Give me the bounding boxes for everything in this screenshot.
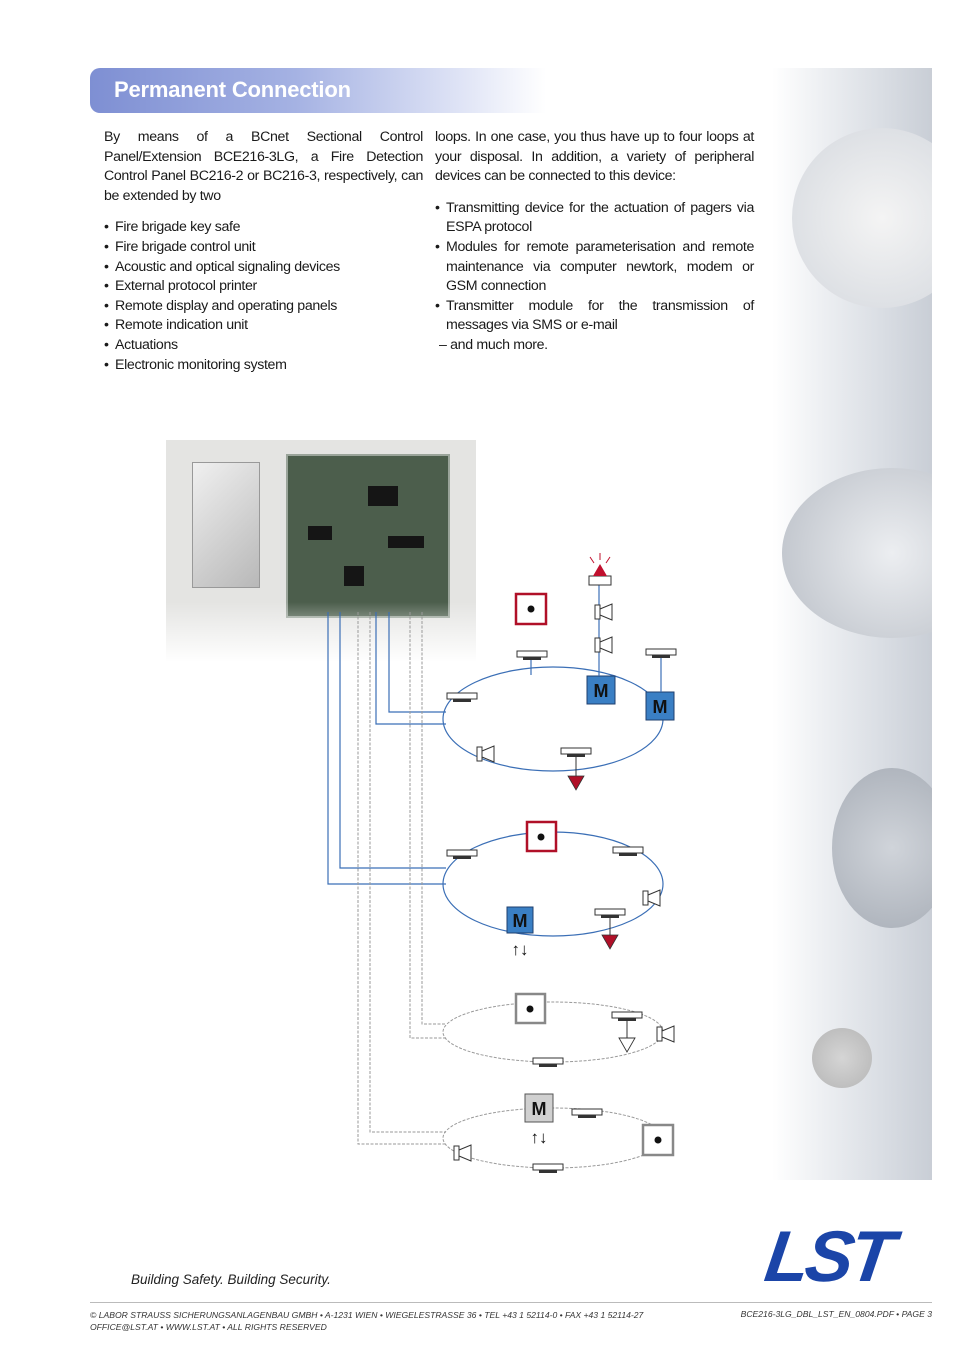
- detector-icon: [446, 692, 478, 703]
- right-text-column: loops. In one case, you thus have up to …: [435, 128, 754, 356]
- sounder-icon: [594, 636, 613, 654]
- peripheral-device-list: Transmitting device for the actuation of…: [435, 199, 754, 356]
- closing-line: – and much more.: [439, 336, 548, 353]
- module-label: M: [594, 681, 609, 701]
- tagline: Building Safety. Building Security.: [131, 1272, 331, 1287]
- detector-icon: [560, 747, 592, 758]
- detector-icon: [612, 846, 644, 857]
- module-label: M: [532, 1099, 547, 1119]
- list-item: Remote indication unit: [104, 316, 423, 336]
- side-product-image: [772, 68, 932, 1180]
- module-label: M: [653, 697, 668, 717]
- detector-icon: [446, 849, 478, 860]
- module-icon: [524, 1093, 554, 1123]
- sounder-icon: [656, 1025, 675, 1043]
- sounder-icon: [453, 1144, 472, 1162]
- footer-divider: [90, 1302, 932, 1303]
- actuation-icon: [601, 934, 619, 950]
- footer-address: © LABOR STRAUSS SICHERUNGSANLAGENBAU GMB…: [90, 1310, 644, 1320]
- sounder-icon: [642, 889, 661, 907]
- list-item: Acoustic and optical signaling devices: [104, 258, 423, 278]
- footer-company-info: © LABOR STRAUSS SICHERUNGSANLAGENBAU GMB…: [90, 1309, 730, 1333]
- list-item: Electronic monitoring system: [104, 356, 423, 376]
- continuation-paragraph: loops. In one case, you thus have up to …: [435, 129, 754, 185]
- detector-icon: [594, 908, 626, 919]
- bidirectional-arrows-icon: ↑↓: [512, 940, 529, 959]
- detector-icon: [571, 1108, 603, 1119]
- control-panel-photo: [166, 440, 476, 662]
- module-icon: [586, 675, 616, 705]
- lst-logo: LST: [760, 1217, 896, 1297]
- detector-icon: [532, 1163, 564, 1174]
- loop-1: [442, 666, 664, 772]
- list-item: Fire brigade key safe: [104, 218, 423, 238]
- module-icon: [645, 691, 675, 721]
- detector-icon: [611, 1011, 643, 1022]
- intro-paragraph: By means of a BCnet Sectional Control Pa…: [104, 129, 423, 204]
- list-item: Remote display and operating panels: [104, 297, 423, 317]
- detector-icon: [532, 1057, 564, 1068]
- detector-icon: [516, 650, 548, 661]
- list-item: Fire brigade control unit: [104, 238, 423, 258]
- left-text-column: By means of a BCnet Sectional Control Pa…: [104, 128, 423, 375]
- list-item: Modules for remote parameterisation and …: [435, 238, 754, 297]
- page-title: Permanent Connection: [114, 77, 351, 102]
- footer-document-id: BCE216-3LG_DBL_LST_EN_0804.PDF • PAGE 3: [740, 1309, 932, 1319]
- module-label: M: [513, 911, 528, 931]
- footer-contact: OFFICE@LST.AT • WWW.LST.AT • ALL RIGHTS …: [90, 1322, 327, 1332]
- section-title-bar: Permanent Connection: [90, 68, 546, 113]
- list-item: Transmitting device for the actuation of…: [435, 199, 754, 238]
- loop-3: [442, 1001, 664, 1063]
- actuation-icon: [618, 1037, 636, 1053]
- bidirectional-arrows-icon: ↑↓: [531, 1128, 548, 1147]
- module-icon: [506, 906, 534, 934]
- beacon-icon: [588, 575, 612, 586]
- list-item: External protocol printer: [104, 277, 423, 297]
- loop-device-list: Fire brigade key safe Fire brigade contr…: [104, 218, 423, 375]
- actuation-icon: [567, 775, 585, 791]
- sounder-icon: [594, 603, 613, 621]
- list-item: Actuations: [104, 336, 423, 356]
- list-item: Transmitter module for the transmission …: [435, 297, 754, 336]
- detector-icon: [645, 648, 677, 659]
